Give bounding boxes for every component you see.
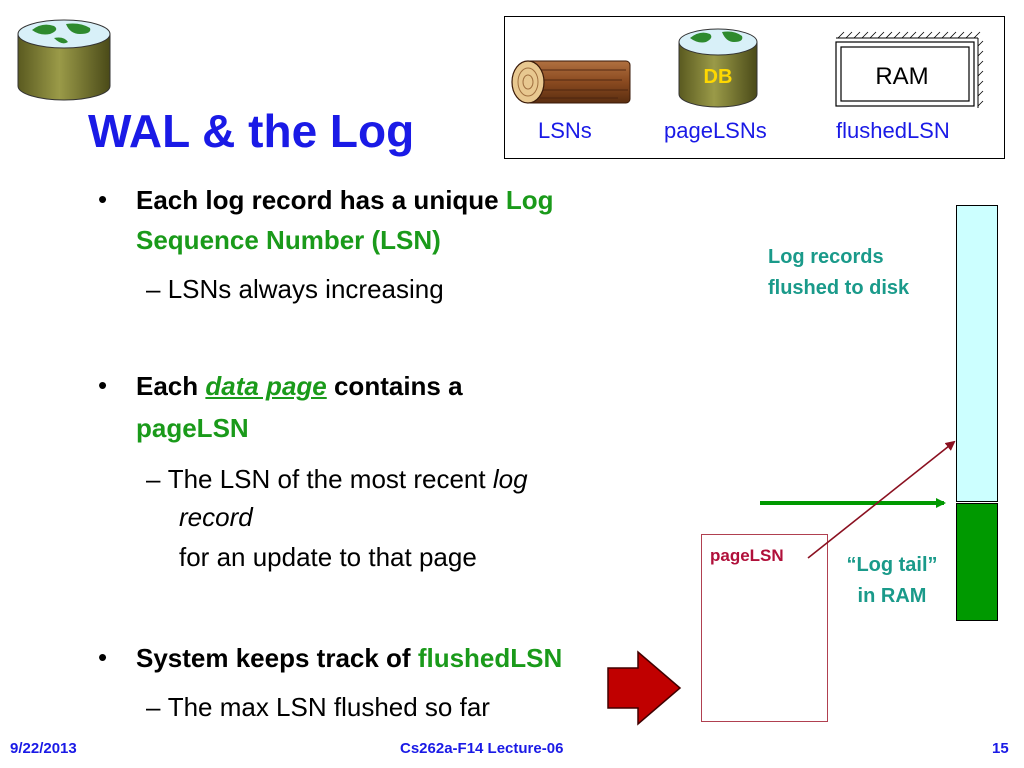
bullet-2: Each data page contains a [136, 366, 463, 406]
db-icon [678, 28, 758, 108]
footer-page-number: 15 [992, 740, 1009, 757]
data-page-box [701, 534, 828, 722]
bullet-1-highlight: Log [505, 185, 554, 215]
bullet-1-text: Each log record has a unique [136, 185, 506, 215]
bullet-marker: • [98, 370, 108, 400]
sub-bullet-2-text: The LSN of the most recent [167, 464, 493, 494]
legend-box [504, 16, 1005, 159]
dash-marker: – [146, 464, 168, 494]
slide-title: WAL & the Log [88, 105, 415, 157]
sub-bullet-1: – LSNs always increasing [146, 270, 444, 308]
bullet-marker: • [98, 642, 108, 672]
disk-label-line-1: Log records [768, 246, 884, 268]
block-arrow-icon [607, 650, 682, 726]
bullet-3: System keeps track of flushedLSN [136, 638, 562, 678]
bullet-1: Each log record has a unique Log [136, 180, 554, 220]
bullet-2-line-2: pageLSN [136, 413, 249, 443]
bullet-marker: • [98, 184, 108, 214]
bullet-2-text-2: contains a [326, 371, 463, 401]
dash-marker: – [146, 274, 168, 304]
log-tail-ram-bar [956, 503, 998, 621]
dash-marker: – [146, 692, 168, 722]
bullet-2-text: Each [136, 371, 206, 401]
globe-database-icon [17, 19, 111, 101]
footer-date: 9/22/2013 [10, 740, 77, 757]
sub-bullet-2: – The LSN of the most recent log [146, 460, 528, 498]
tail-label-line-1: “Log tail” [846, 554, 938, 576]
log-disk-bar [956, 205, 998, 502]
legend-label-lsns: LSNs [538, 118, 592, 143]
page-lsn-arrow [807, 440, 956, 559]
ram-icon-label: RAM [875, 63, 929, 90]
bullet-2-highlight: data page [205, 371, 327, 401]
log-icon [511, 60, 631, 104]
legend-label-pagelsns: pageLSNs [664, 118, 767, 143]
sub-bullet-2-italic: log [492, 464, 528, 494]
page-lsn-label: pageLSN [710, 546, 784, 565]
sub-bullet-3: – The max LSN flushed so far [146, 688, 490, 726]
db-icon-label: DB [703, 66, 733, 88]
ram-icon [835, 31, 984, 108]
sub-bullet-2-line-2: record [179, 502, 253, 532]
bullet-3-text: System keeps track of [136, 643, 418, 673]
footer-course: Cs262a-F14 Lecture-06 [400, 740, 564, 757]
disk-label-line-2: flushed to disk [768, 277, 910, 299]
legend-label-flushedlsn: flushedLSN [836, 118, 950, 143]
sub-bullet-1-text: LSNs always increasing [167, 274, 444, 304]
sub-bullet-3-text: The max LSN flushed so far [167, 692, 490, 722]
sub-bullet-2-line-3: for an update to that page [179, 542, 477, 572]
tail-label-line-2: in RAM [857, 585, 927, 607]
bullet-3-highlight: flushedLSN [417, 643, 563, 673]
bullet-1-line-2: Sequence Number (LSN) [136, 225, 441, 255]
